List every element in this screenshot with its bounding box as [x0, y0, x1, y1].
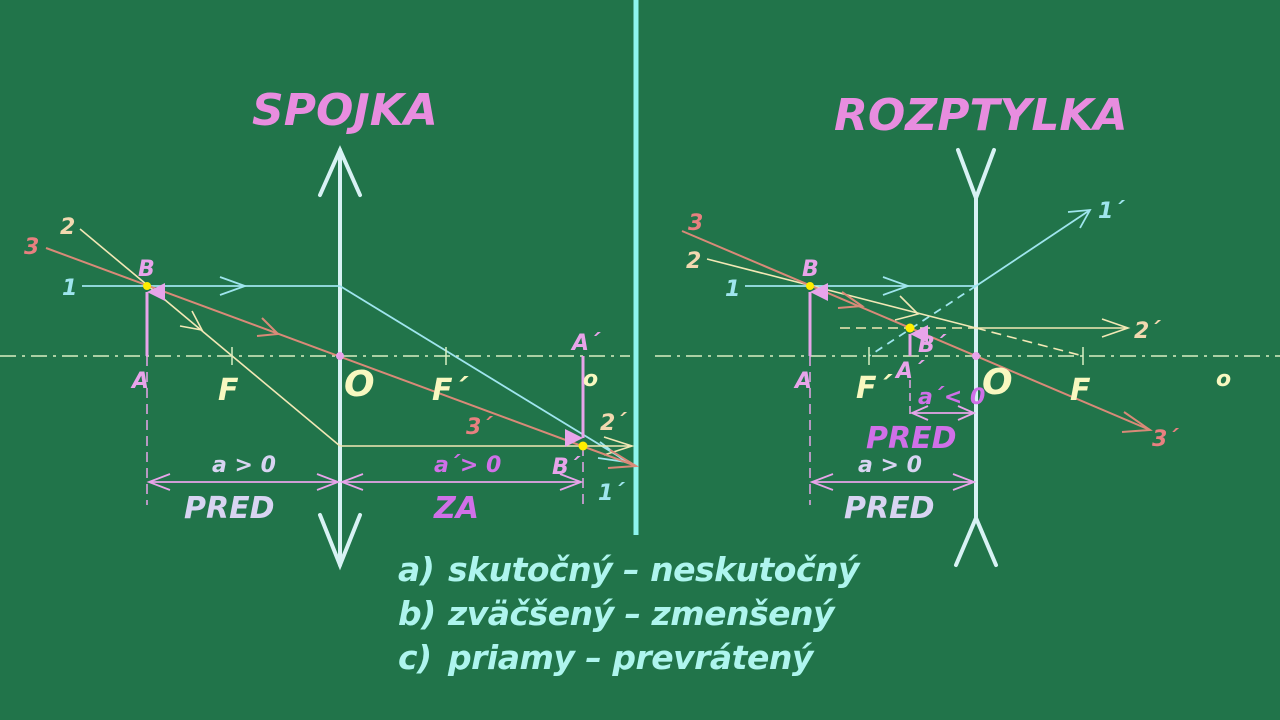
- ray-2: [79, 228, 635, 456]
- focus-back-label: F: [1070, 373, 1091, 408]
- object-distance-label: a > 0: [858, 453, 922, 478]
- ray-label-1-out: 1´: [1098, 199, 1125, 224]
- ray-label-1-out: 1´: [598, 481, 625, 506]
- title-rozptylka: ROZPTYLKA: [834, 90, 1128, 141]
- ray-label-3-out: 3´: [466, 415, 493, 440]
- image-properties-list: a) skutočný – neskutočný b) zväčšený – zme…: [398, 548, 860, 680]
- property-row: b) zväčšený – zmenšený: [398, 592, 859, 636]
- image-base-label: A´: [894, 359, 925, 384]
- object-top-label: B: [138, 257, 155, 282]
- ray-label-2: 2: [60, 215, 75, 240]
- property-row: c) priamy – prevrátený: [398, 636, 859, 680]
- property-text: zväčšený – zmenšený: [448, 594, 835, 633]
- axis-label: o: [583, 367, 598, 392]
- focus-front-label: F´: [856, 371, 893, 406]
- ray-1: [745, 208, 1092, 357]
- focus-back-label: F´: [432, 373, 469, 408]
- ray-label-3: 3: [688, 211, 703, 236]
- image-distance-label: a´> 0: [434, 453, 501, 478]
- ray-label-3-out: 3´: [1152, 427, 1179, 452]
- property-key: b): [398, 594, 436, 633]
- object-side-label: PRED: [844, 491, 934, 526]
- center-label: O: [344, 364, 375, 405]
- ray-label-1: 1: [62, 276, 77, 301]
- image-top-label: B´: [918, 333, 947, 358]
- ray-label-3: 3: [24, 235, 39, 260]
- property-key: c): [398, 638, 432, 677]
- center-label: O: [982, 362, 1013, 403]
- property-row: a) skutočný – neskutočný: [398, 548, 860, 592]
- image-side-label: PRED: [866, 421, 956, 456]
- property-text: priamy – prevrátený: [448, 638, 813, 677]
- property-key: a): [398, 550, 435, 589]
- focus-front-label: F: [218, 373, 239, 408]
- diverging-lens-panel: ROZPTYLKA: [655, 90, 1280, 567]
- ray-label-1: 1: [725, 277, 740, 302]
- ray-label-2-out: 2´: [600, 411, 627, 436]
- ray-label-2: 2: [686, 249, 701, 274]
- object-side-label: PRED: [184, 491, 274, 526]
- ray-label-2-out: 2´: [1134, 319, 1161, 344]
- axis-label: o: [1216, 367, 1231, 392]
- image-top-label: B´: [552, 455, 581, 480]
- object-top-label: B: [802, 257, 819, 282]
- object-base-label: A: [130, 369, 149, 394]
- converging-lens-panel: SPOJKA: [0, 85, 640, 571]
- image-distance-label: a´< 0: [918, 385, 985, 410]
- image-base-label: A´: [570, 331, 601, 356]
- property-text: skutočný – neskutočný: [448, 550, 860, 589]
- image-side-label: ZA: [433, 491, 479, 526]
- object-distance-label: a > 0: [212, 453, 276, 478]
- object-base-label: A: [793, 369, 812, 394]
- title-spojka: SPOJKA: [252, 85, 438, 136]
